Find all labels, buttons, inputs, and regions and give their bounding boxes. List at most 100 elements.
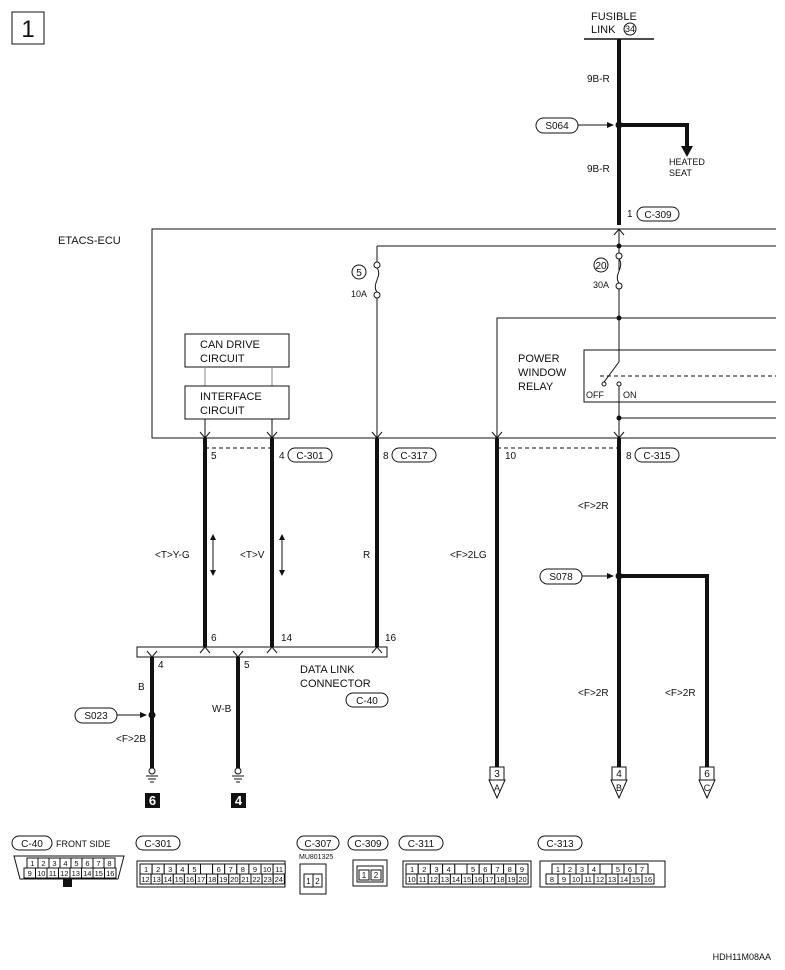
splice-s064: S064 [535,117,623,134]
dlc-pin-16: 16 [385,633,397,644]
connector-c315-label: C-315 [643,451,671,462]
legend-c311-pin-number: 14 [452,875,460,884]
continuation-a-num: 3 [494,769,500,780]
fuse-20-number: 20 [595,261,607,272]
fusible-link-label: FUSIBLE [591,11,637,23]
pin-8a: 8 [383,451,389,462]
pin-8b: 8 [626,451,632,462]
heated-seat-label-2: SEAT [669,168,692,178]
wire-label-pw-upper: <F>2R [578,501,609,512]
fusible-link: FUSIBLE LINK 34 [584,11,654,40]
heated-seat-label: HEATED [669,157,705,167]
interface-label-2: CIRCUIT [200,405,245,417]
figure-code: HDH11M08AA [713,952,771,962]
legend-c40-pin-number: 5 [74,859,78,868]
interface-circuit: INTERFACE CIRCUIT [184,385,290,420]
wire-label-main-mid: 9B-R [587,164,610,175]
legend-c309-pin-2: 2 [374,871,379,880]
legend-c313-pin-number: 2 [568,865,572,874]
legend-c301-pin-number: 22 [252,875,260,884]
fuse-5: 5 10A [351,261,381,299]
wire-label-ground-b2: <F>2B [116,734,146,745]
legend-c313-pin-number: 5 [616,865,620,874]
legend-c301-pin-number: 24 [275,875,283,884]
ecu-name: ETACS-ECU [58,235,121,247]
legend-c313-pin-number: 3 [580,865,584,874]
legend-c311-pin-number: 18 [496,875,504,884]
legend-c301-pin-number: 12 [141,875,149,884]
legend-c301-pin-cell [272,873,285,885]
legend-c40-pin-number: 10 [37,869,45,878]
legend-c311-pin-number: 4 [447,865,451,874]
legend-c311-pin-number: 2 [422,865,426,874]
fusible-link-number-circle [623,22,637,36]
legend-c40-label: C-40 [21,839,43,850]
legend-c313-label: C-313 [546,839,574,850]
legend-c311-pin-number: 5 [471,865,475,874]
legend-c301-pin-number: 9 [253,865,257,874]
legend-c40-pin-number: 7 [96,859,100,868]
legend-c311-pin-number: 11 [419,875,427,884]
legend-c313-pin-number: 9 [562,875,566,884]
legend-c301-pin-number: 20 [230,875,238,884]
wire-label-pw-lower-left: <F>2R [578,688,609,699]
can-drive-label: CAN DRIVE [200,339,260,351]
pin-4: 4 [279,451,285,462]
wire-label-red: R [363,550,370,561]
legend-c311-pin-number: 6 [483,865,487,874]
legend-c301-pin-number: 6 [217,865,221,874]
wire-label-ground-wb: W-B [212,704,232,715]
splice-label-s064: S064 [545,121,569,132]
ground-label-6: 6 [149,793,156,808]
legend-c313-pin-number: 11 [584,875,592,884]
pin-10: 10 [505,451,517,462]
fusible-link-number: 34 [625,24,635,34]
legend-c301-pin-number: 7 [229,865,233,874]
legend-c311-pin-number: 16 [474,875,482,884]
legend-c307-label: C-307 [304,839,332,850]
legend-c301-pin-number: 3 [168,865,172,874]
interface-label: INTERFACE [200,391,262,403]
continuation-b-letter: B [616,783,622,793]
legend-c301-pin-number: 15 [175,875,183,884]
legend-c313-pin-number: 12 [596,875,604,884]
dlc-label: DATA LINK [300,664,355,676]
legend-c309-pin-1: 1 [362,871,367,880]
continuation-b: 4 B [610,766,628,800]
splice-s023: S023 [74,707,156,724]
relay-label-3: RELAY [518,381,554,393]
wire-label-can-high: <T>Y-G [155,550,190,561]
continuation-a-letter: A [494,783,500,793]
wire-label-can-low: <T>V [240,550,265,561]
legend-c301-pin-number: 5 [192,865,196,874]
splice-s078: S078 [539,568,623,585]
legend-c311-pin-number: 7 [495,865,499,874]
continuation-c-num: 6 [704,769,710,780]
legend-c307-pin-2: 2 [315,877,320,886]
twisted-pair-arrow-1 [210,534,216,576]
legend-c313-pin-number: 16 [644,875,652,884]
continuation-b-num: 4 [616,769,622,780]
fuse-5-number: 5 [356,268,362,279]
legend-c40-pin-number: 13 [72,869,80,878]
legend-c309-label: C-309 [354,839,382,850]
pin-c309-1: 1 [627,209,633,220]
continuation-a: 3 A [488,766,506,800]
etacs-ecu-box: ETACS-ECU [58,228,776,439]
legend-c40-pin-number: 3 [52,859,56,868]
power-window-relay: POWER WINDOW RELAY OFF ON [518,349,776,403]
dlc-pin-5: 5 [244,660,250,671]
legend-c301-pin-number: 13 [152,875,160,884]
legend-c313-pin-number: 8 [550,875,554,884]
connector-c301: C-301 [287,447,333,463]
legend-c40-pin-number: 16 [106,869,114,878]
legend-c311-label: C-311 [408,839,435,850]
legend-c307-pin-1: 1 [306,877,311,886]
fuse-20-rating: 30A [593,280,609,290]
legend-c313-pin-number: 7 [640,865,644,874]
legend-c301-pin-cell [200,863,214,875]
legend-c301-pin-number: 16 [186,875,194,884]
splice-label-s023: S023 [84,711,108,722]
